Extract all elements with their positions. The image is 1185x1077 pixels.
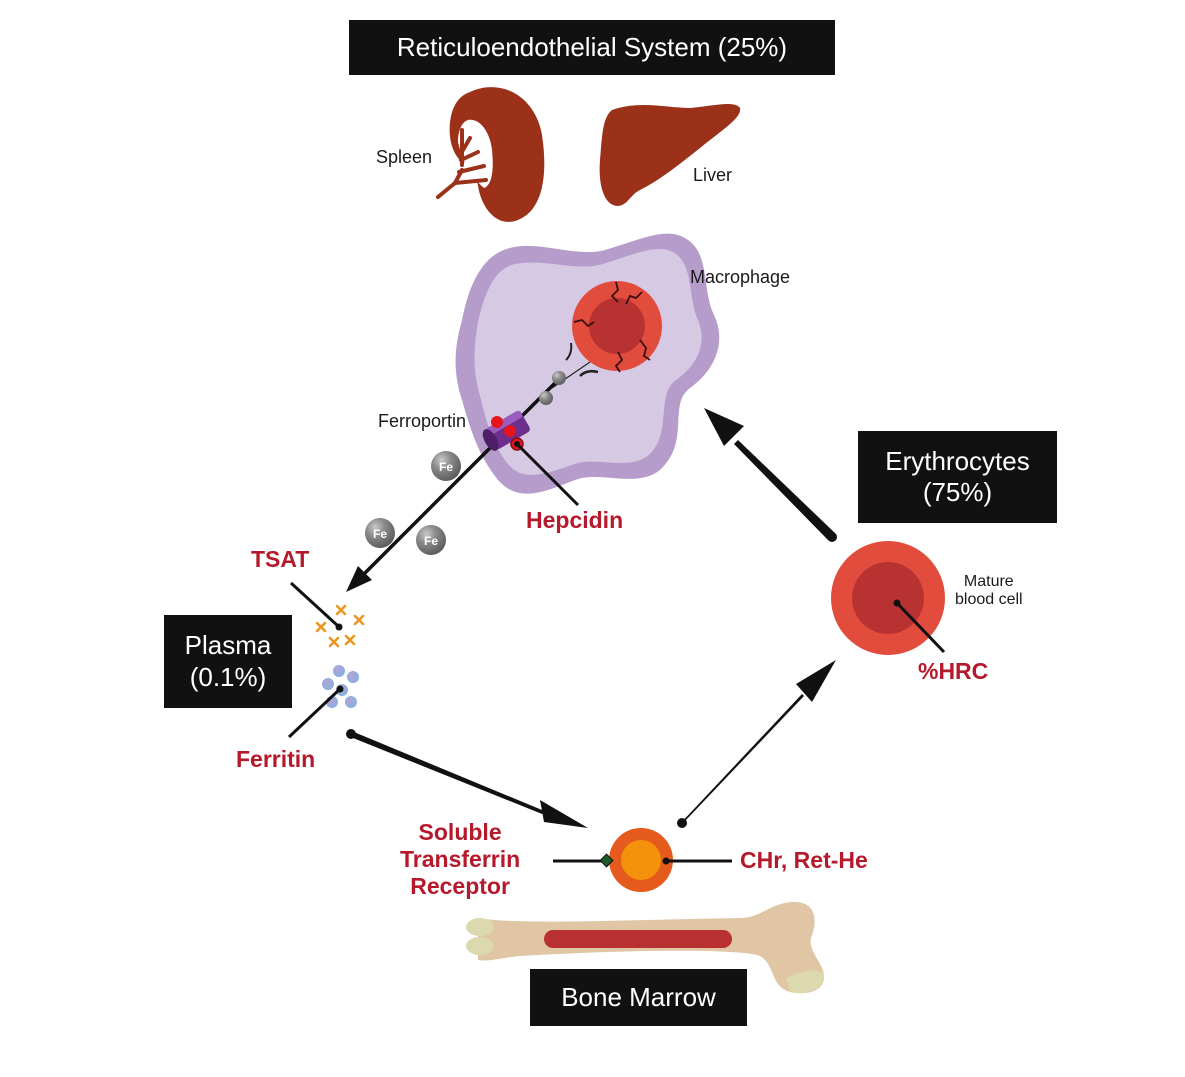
stfr-label: Soluble Transferrin Receptor [400,819,520,900]
res-title: Reticuloendothelial System (25%) [396,31,788,62]
liver-icon [599,103,741,206]
svg-text:Fe: Fe [424,534,438,548]
bone-icon [466,901,825,994]
tsat-label: TSAT [251,546,310,572]
rbc-to-macrophage-arrow [704,408,837,542]
spleen-label: Spleen [376,147,433,167]
res-box: Reticuloendothelial System (25%) [349,20,835,75]
fe-ion-icon [552,371,566,385]
stfr-pointer [553,853,614,868]
plasma-title: Plasma [184,630,272,661]
damaged-rbc-icon [551,281,662,389]
erythrocytes-box: Erythrocytes (75%) [858,431,1057,523]
erythrocytes-percent: (75%) [922,477,993,507]
reticulocyte-icon [609,828,673,892]
bone-marrow-box: Bone Marrow [530,969,747,1026]
fe-ion-icon: Fe [431,451,461,481]
stfr-line3: Receptor [410,873,510,900]
chr-pointer [662,857,732,865]
plasma-box: Plasma (0.1%) [164,615,292,708]
bone-marrow-title: Bone Marrow [561,981,716,1012]
spleen-icon [436,87,545,222]
ferritin-label: Ferritin [236,746,316,772]
stfr-line2: Transferrin [400,846,521,873]
ferroportin-label: Ferroportin [378,411,467,431]
hepcidin-pointer [514,441,580,507]
plasma-percent: (0.1%) [189,661,267,692]
mature-label-line1: Mature [963,573,1014,590]
fe-ion-icon: Fe [365,518,395,548]
liver-label: Liver [693,165,733,185]
mature-blood-cell-label: Mature blood cell [955,573,1023,608]
ferritin-dots [322,665,359,708]
hepcidin-label: Hepcidin [526,507,624,533]
svg-text:Fe: Fe [439,460,453,474]
ferritin-pointer [287,685,344,739]
mature-label-line2: blood cell [955,590,1023,608]
hrc-label: %HRC [918,658,989,684]
hrc-pointer [893,599,946,654]
fe-ion-icon [539,391,553,405]
fe-ion-icon: Fe [416,525,446,555]
plasma-to-marrow-arrow [346,729,588,828]
tsat-pointer [289,581,343,631]
stfr-line1: Soluble [418,819,502,845]
erythrocytes-title: Erythrocytes [885,445,1030,476]
transferrin-x-marks [315,604,365,648]
iron-export-arrow [346,376,562,592]
mature-rbc-icon [831,541,945,655]
svg-text:Fe: Fe [373,527,387,541]
chr-label: CHr, Ret-He [740,847,868,873]
macrophage-label: Macrophage [690,267,791,287]
marrow-to-rbc-arrow [677,660,836,828]
